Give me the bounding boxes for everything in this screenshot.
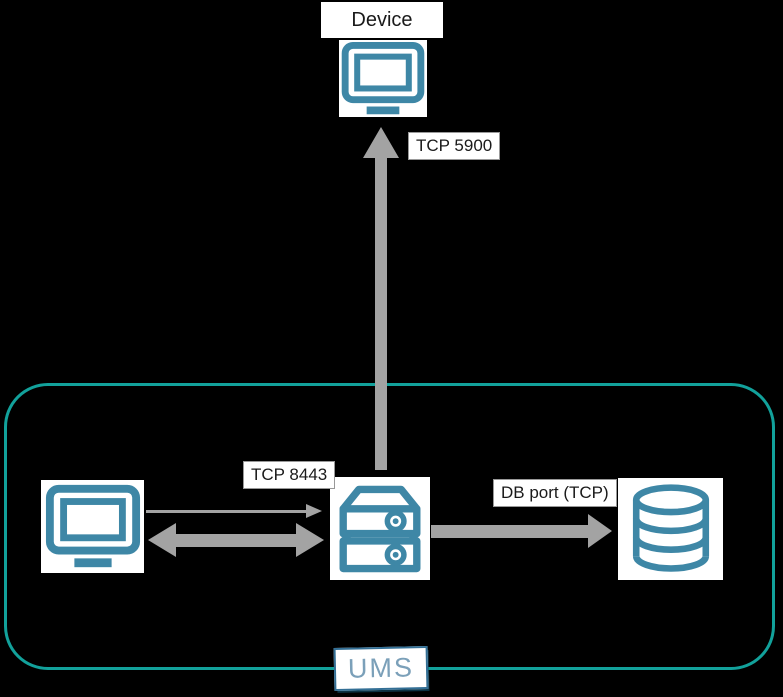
tcp5900-arrow-head xyxy=(363,127,399,158)
device-node-title: Device xyxy=(321,2,443,38)
monitor-icon xyxy=(341,41,425,114)
tcp8443-thin-arrow-head xyxy=(306,504,322,518)
server-icon xyxy=(339,485,421,572)
console-monitor-icon xyxy=(41,480,144,573)
dbport-arrow-head xyxy=(588,514,612,548)
monitor-icon xyxy=(45,484,140,567)
ums-label: UMS xyxy=(333,646,429,691)
tcp8443-double-arrow-left-head xyxy=(148,523,176,557)
database-icon xyxy=(618,478,723,580)
tcp-8443-label: TCP 8443 xyxy=(243,461,336,489)
ums-label-text: UMS xyxy=(347,652,415,684)
ums-server-icon xyxy=(330,477,430,580)
tcp8443-double-arrow-shaft xyxy=(176,534,296,547)
tcp5900-arrow-shaft xyxy=(375,156,387,470)
db-port-label: DB port (TCP) xyxy=(493,479,617,507)
tcp8443-double-arrow-right-head xyxy=(296,523,324,557)
dbport-arrow-shaft xyxy=(431,525,588,538)
device-monitor-icon xyxy=(339,40,427,117)
database-cylinder-icon xyxy=(632,484,709,572)
tcp8443-thin-arrow-line xyxy=(146,510,308,513)
tcp-5900-label: TCP 5900 xyxy=(408,132,501,160)
